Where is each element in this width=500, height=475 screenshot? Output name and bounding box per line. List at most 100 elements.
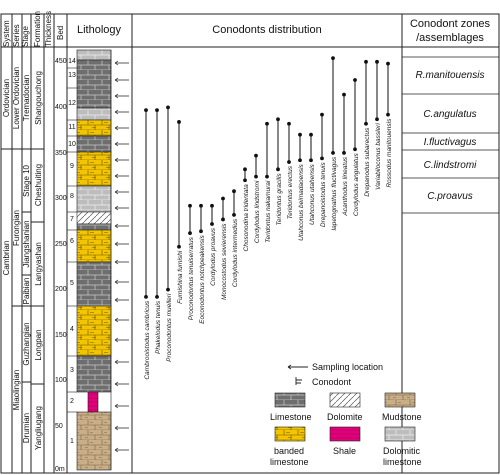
taxon-label: Phakelodus tenuis [155,300,162,354]
range-endpoint [199,229,203,234]
range-endpoint [287,121,291,126]
header-lithology: Lithology [77,24,122,36]
range-endpoint [188,203,192,208]
range-endpoint [320,156,324,161]
series-column: Lower Ordovician Furongian Miaolingian [12,67,22,410]
range-endpoint [221,196,225,201]
legend: Sampling location Conodont Limestone Dol… [270,362,422,467]
zones-column: R.manitouensis C.angulatus I.fluctivagus… [402,56,499,214]
taxon-label: Utahconus beimadaoensis [298,163,305,240]
legend-shale: Shale [333,446,356,456]
series-miaolingian: Miaolingian [12,370,21,410]
zone-label: C.angulatus [423,109,476,120]
litho-mudstone [76,411,112,471]
formation-shangouchong: Shangouchong [34,71,43,125]
range-endpoint [342,92,346,97]
bed-number: 7 [70,216,74,223]
range-endpoint [320,112,324,117]
range-endpoint [353,78,357,82]
range-endpoint [287,160,291,164]
stage-drumian: Drumian [22,413,31,443]
formation-langyashan: Langyashan [34,242,43,286]
range-endpoint [243,167,247,172]
zone-label: C.lindstromi [424,160,478,171]
bed-number: 9 [70,163,74,170]
range-endpoint [221,217,225,222]
range-endpoint [210,222,214,226]
thickness-tick: 150 [55,332,67,339]
range-endpoint [276,117,280,122]
header-conodonts: Conodonts distribution [212,24,321,36]
thickness-scale: 450 400 350 300 250 200 150 100 50 0m [55,58,67,473]
taxon-label: Monocostodus sevierensis [221,223,228,300]
taxon-label: Furnishina furnishi [177,250,184,304]
litho-limestone [76,59,112,109]
table-header: System Series Stage Formation Thickness … [2,11,491,47]
bed-number: 10 [68,141,76,148]
sampling-arrow-icon [287,364,308,370]
legend-limestone: Limestone [270,412,312,422]
zone-label: I.fluctivagus [424,137,477,148]
range-endpoint [254,153,258,158]
stage-guzhangian: Guzhangian [22,322,31,365]
system-column: Ordovician Cambrian [1,79,12,275]
stage-column: Tremadocian Stage 10 Jiangshanian Paibia… [22,75,31,443]
taxon-label: Proconodontus muelleri [166,293,173,362]
thickness-tick: 100 [55,377,67,384]
legend-swatch-mudstone [384,392,416,408]
range-endpoint [144,294,148,299]
thickness-tick: 450 [55,58,67,65]
range-endpoint [144,108,148,113]
range-endpoint [309,158,313,163]
range-endpoint [166,105,170,110]
litho-banded-limestone [76,305,112,357]
taxon-label: Cordylodus proavus [210,227,217,286]
legend-swatch-shale [329,426,361,442]
range-endpoint [342,151,346,155]
range-endpoint [265,121,269,126]
bed-number: 4 [70,326,74,333]
bed-number: 3 [70,367,74,374]
legend-mudstone: Mudstone [382,412,422,422]
series-furongian: Furongian [12,210,21,246]
system-ordovician: Ordovician [2,79,11,117]
taxon-label: Utahconus utahensis [309,163,316,224]
legend-swatch-banded-limestone [274,426,306,442]
thickness-tick: 0m [55,466,65,473]
header-formation: Formation [33,11,42,47]
taxon-label: Variabiloconus bassleri [375,123,382,190]
taxon-label: Chosonodina tridentata [243,184,250,252]
formation-longpan: Longpan [34,329,43,360]
zone-label: R.manitouensis [416,70,485,81]
legend-banded-1: banded [274,446,304,456]
taxon-label: Cambrooistodus cambricus [144,300,151,380]
stage-jiangshanian: Jiangshanian [22,220,31,267]
range-endpoint [386,61,390,66]
range-endpoint [199,203,203,208]
range-endpoint [177,120,181,124]
taxon-label: Eoconodontus notchpeakensis [199,235,206,324]
legend-swatch-limestone [274,392,306,408]
formation-cheshuiting: Cheshuiting [34,164,43,206]
range-endpoint [386,112,390,117]
formation-column: Shangouchong Cheshuiting Langyashan Long… [31,71,44,450]
thickness-tick: 50 [55,423,63,430]
range-endpoint [232,212,236,217]
header-system: System [2,20,11,47]
series-lower-ordovician: Lower Ordovician [12,67,21,129]
header-zones-line1: Conodont zones [410,18,491,30]
header-thickness: Thickness [44,11,53,47]
legend-banded-2: limestone [270,457,309,467]
thickness-tick: 200 [55,286,67,293]
system-cambrian: Cambrian [2,241,11,276]
taxon-label: Drepanodus subarectus [364,127,371,197]
taxon-label: Cordylodus intermedius [232,218,239,287]
taxon-label: Acanthodus lineatus [342,156,349,216]
legend-dolomite: Dolomite [327,412,363,422]
stage-10: Stage 10 [22,164,31,197]
taxon-label: Iapetognathus fluctivagus [331,156,338,230]
litho-limestone [76,355,112,393]
conodont-icon [295,377,302,385]
litho-banded-limestone [76,229,112,263]
